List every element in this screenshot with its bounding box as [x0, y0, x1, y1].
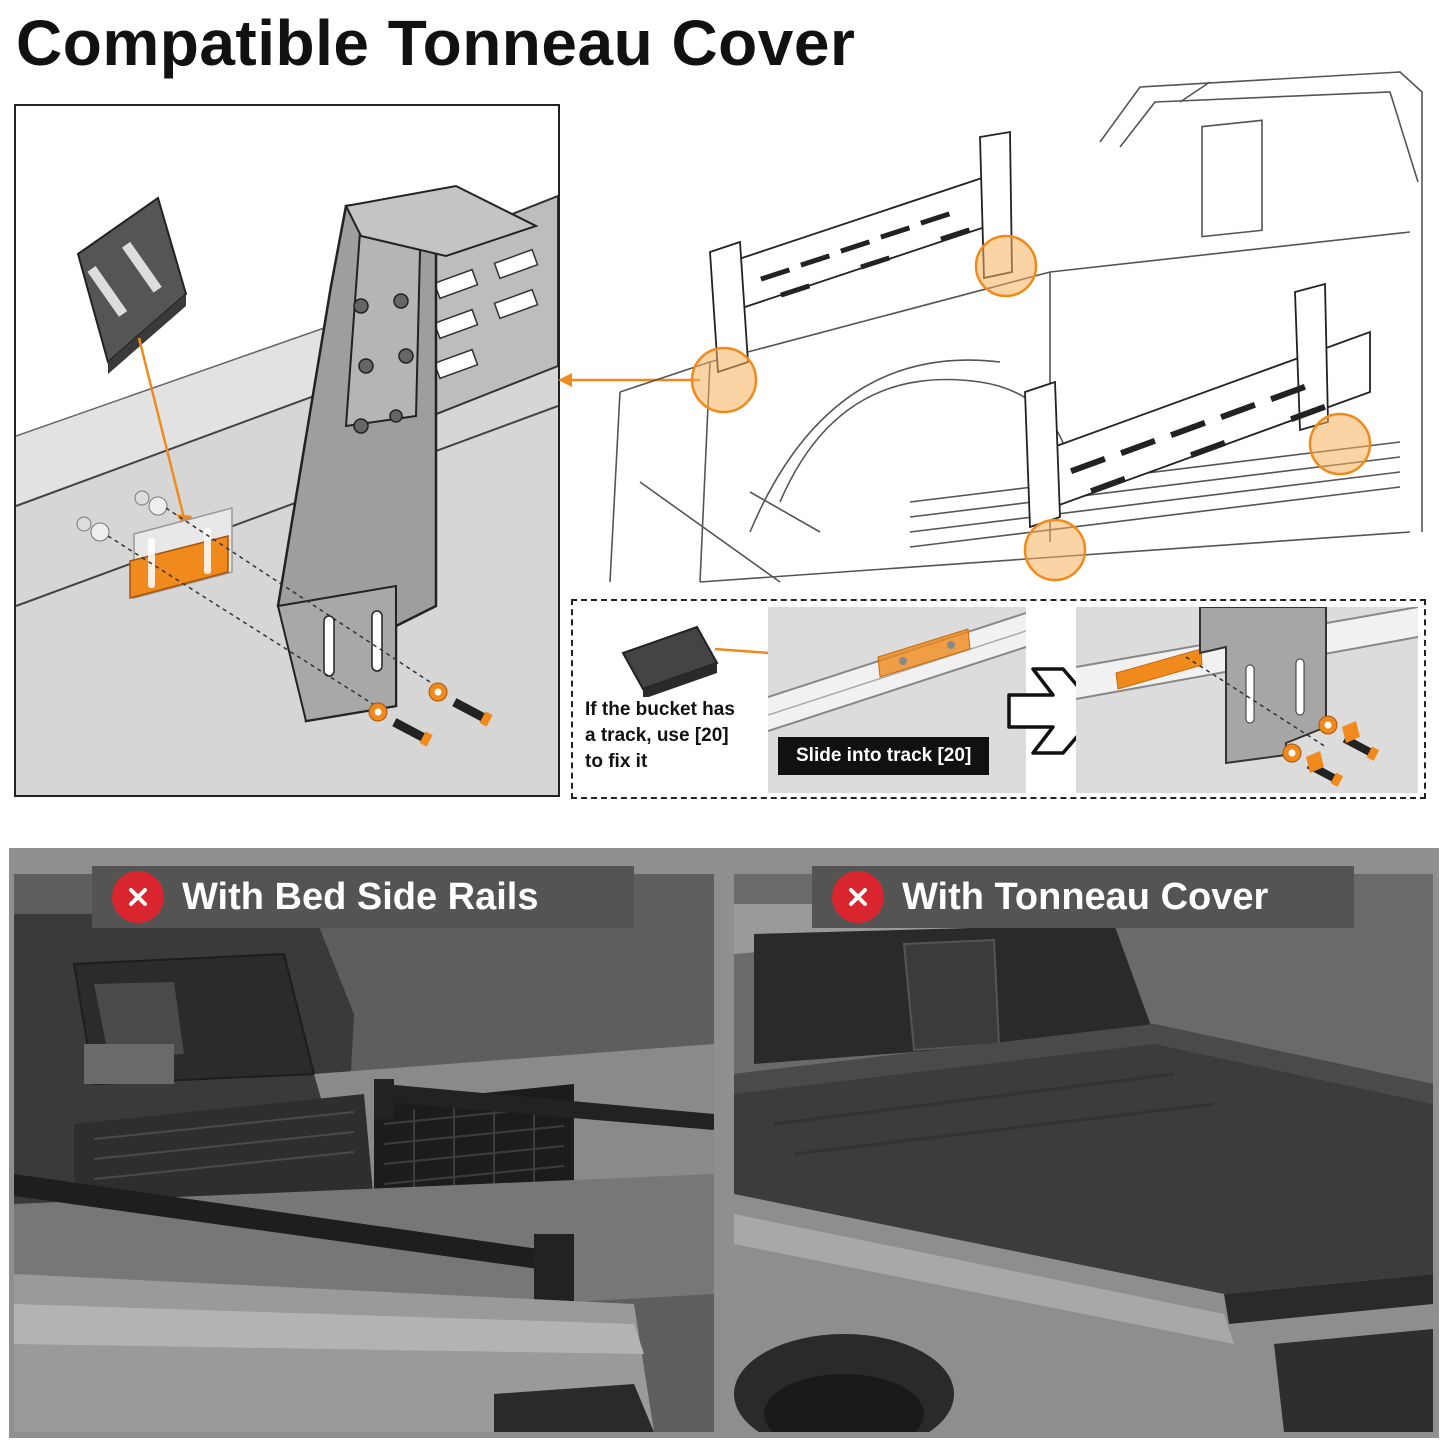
bracket-install-illustration	[16, 184, 558, 795]
x-circle-icon	[112, 871, 164, 923]
front-right-mount-highlight	[1308, 412, 1372, 476]
track-install-steps: If the bucket has a track, use [20] to f…	[571, 599, 1426, 799]
x-circle-icon	[832, 871, 884, 923]
photo-bed-side-rails	[14, 874, 714, 1432]
install-note-line-1: If the bucket has	[585, 699, 735, 720]
install-note: If the bucket has a track, use [20] to f…	[585, 697, 735, 775]
label-bed-side-rails: With Bed Side Rails	[92, 866, 634, 928]
callout-arrow	[558, 373, 700, 387]
label-bed-side-rails-text: With Bed Side Rails	[182, 875, 539, 918]
truck-bed-rack-drawing	[609, 71, 1423, 583]
front-left-mount-highlight	[1023, 518, 1087, 582]
photo-tonneau-cover	[734, 874, 1433, 1432]
track-step-after	[1076, 607, 1418, 793]
label-tonneau-cover: With Tonneau Cover	[812, 866, 1354, 928]
label-tonneau-cover-text: With Tonneau Cover	[902, 875, 1269, 918]
rear-right-mount-highlight	[974, 234, 1038, 298]
spacer-block-icon	[621, 625, 719, 697]
bracket-detail-inset	[14, 104, 560, 797]
slide-into-track-label: Slide into track [20]	[778, 737, 990, 775]
install-note-line-3: to fix it	[585, 751, 648, 772]
rear-left-mount-highlight	[690, 346, 758, 414]
install-note-line-2: a track, use [20]	[585, 725, 729, 746]
page-title: Compatible Tonneau Cover	[16, 7, 856, 79]
